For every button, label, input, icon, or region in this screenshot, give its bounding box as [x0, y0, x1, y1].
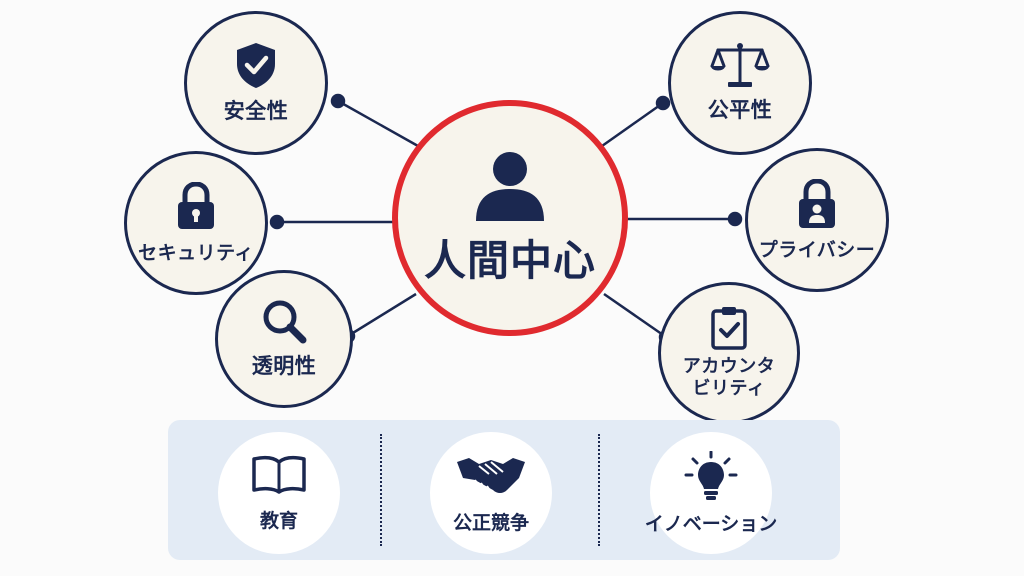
connector-accountability [603, 292, 667, 339]
clipboard-check-icon [711, 307, 747, 351]
divider-2 [598, 434, 600, 546]
connector-dot-fairness [655, 95, 671, 111]
node-fairness: 公平性 [668, 11, 812, 155]
person-icon [476, 151, 544, 221]
innovation-label: イノベーション [644, 512, 778, 535]
accountability-label: アカウンタ ビリティ [682, 356, 776, 399]
lock-icon [178, 181, 214, 229]
privacy-label: プライバシー [758, 238, 876, 261]
handshake-icon [457, 457, 525, 493]
foundation-competition: 公正競争 [430, 432, 552, 554]
fairness-label: 公平性 [707, 98, 773, 123]
divider-1 [380, 434, 382, 546]
security-label: セキュリティ [138, 241, 254, 264]
lightbulb-icon [684, 450, 738, 500]
connector-dot-safety [330, 93, 346, 109]
foundation-education: 教育 [218, 432, 340, 554]
connector-safety [337, 99, 419, 148]
node-security: セキュリティ [124, 151, 268, 295]
connector-fairness [601, 101, 664, 148]
book-icon [252, 455, 306, 494]
scales-icon [710, 43, 770, 88]
node-privacy: プライバシー [745, 148, 889, 292]
connector-transparency [347, 292, 417, 338]
node-transparency: 透明性 [215, 270, 353, 408]
education-label: 教育 [259, 509, 298, 532]
center-node: 人間中心 [392, 100, 628, 336]
transparency-label: 透明性 [251, 354, 317, 379]
shield-check-icon [237, 43, 275, 89]
magnifier-icon [263, 300, 307, 344]
person-lock-icon [799, 178, 835, 228]
competition-label: 公正競争 [452, 511, 529, 534]
foundation-innovation: イノベーション [645, 432, 777, 554]
connector-dot-security [269, 214, 285, 230]
connector-dot-privacy [727, 211, 743, 227]
center-label: 人間中心 [423, 235, 596, 285]
foundation-panel: 教育 公正競争 [168, 420, 840, 560]
node-safety: 安全性 [184, 11, 328, 155]
node-accountability: アカウンタ ビリティ [658, 282, 800, 424]
safety-label: 安全性 [223, 99, 289, 124]
